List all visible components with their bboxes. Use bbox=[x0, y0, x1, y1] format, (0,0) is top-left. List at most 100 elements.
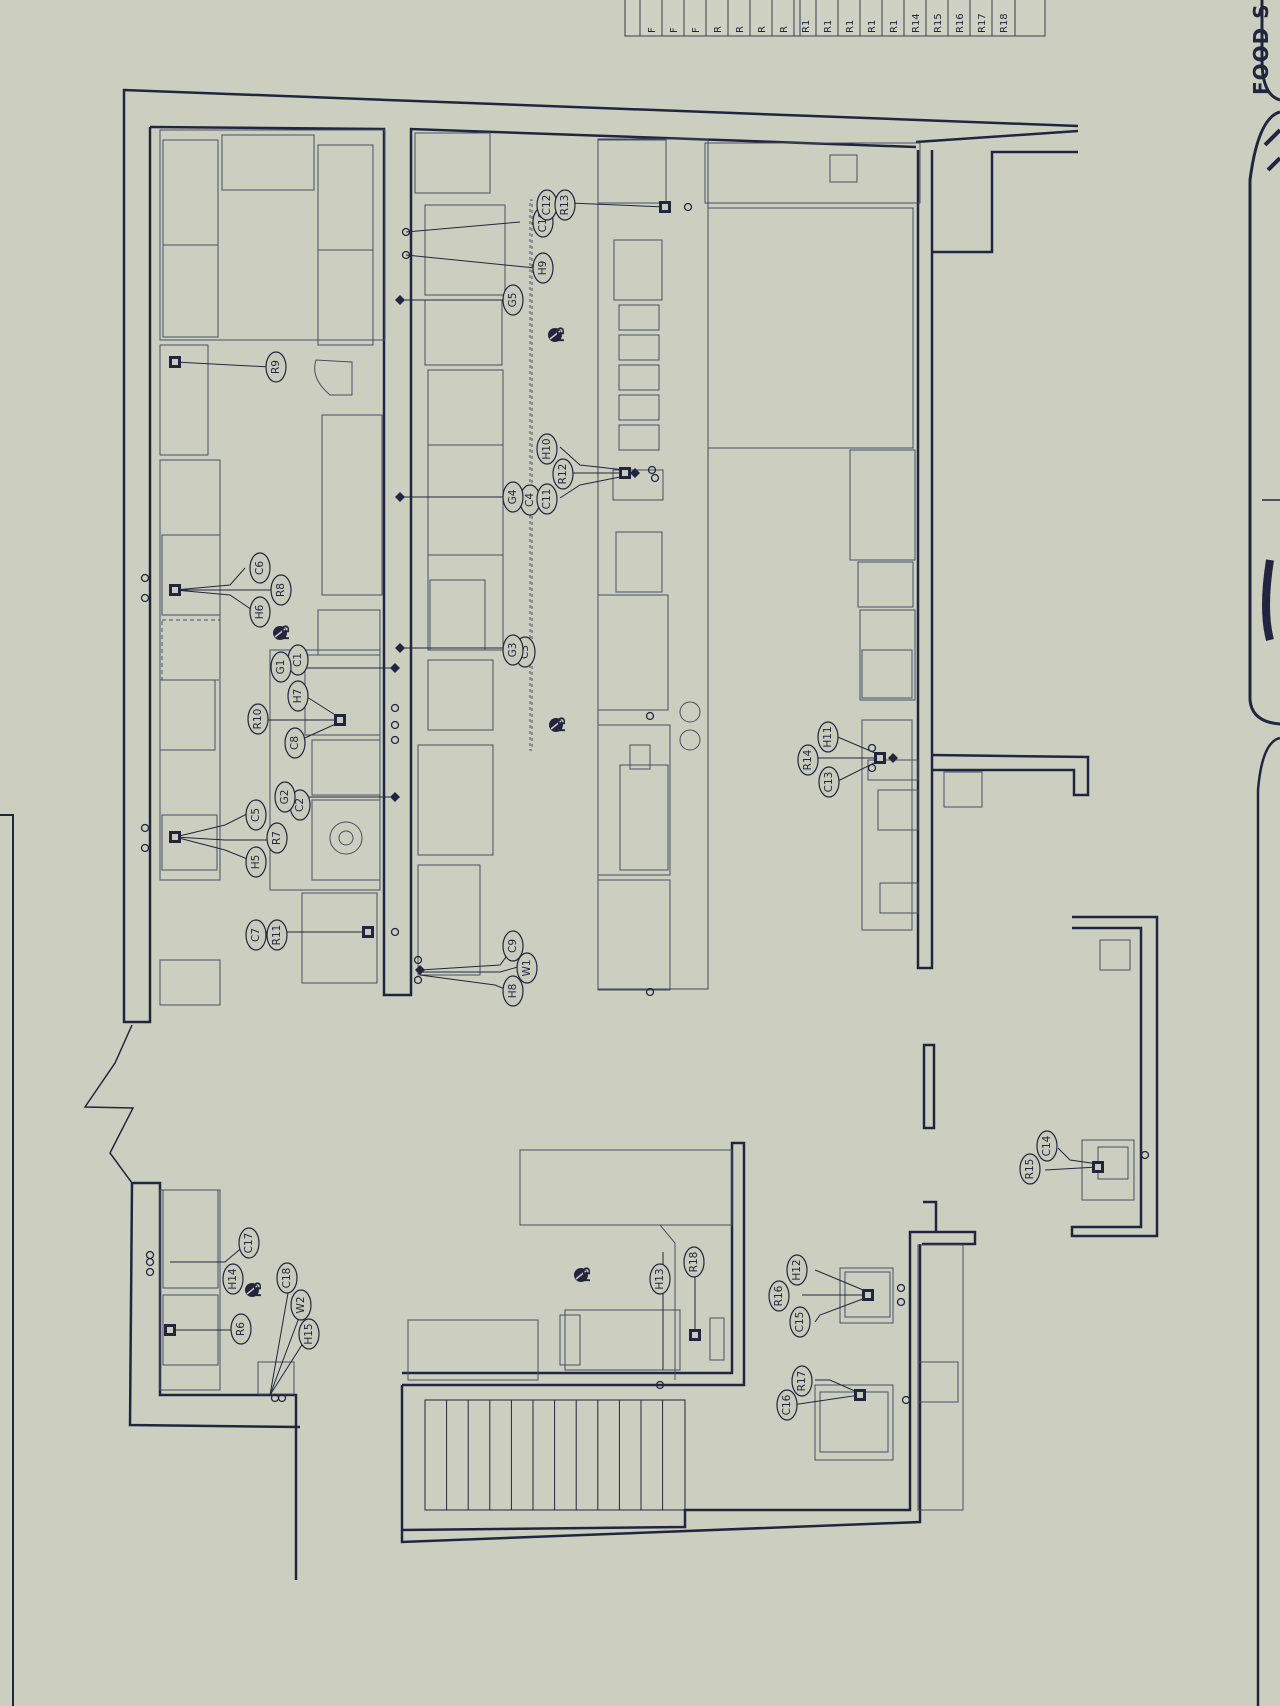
service-box-symbol bbox=[169, 584, 181, 596]
equipment-tag: C9 bbox=[502, 930, 524, 962]
connection-point-symbol bbox=[390, 927, 400, 937]
schedule-row-label: R bbox=[757, 26, 768, 33]
schedule-row-label: R16 bbox=[955, 13, 966, 33]
connection-point-symbol bbox=[145, 1267, 155, 1277]
service-box-symbol bbox=[334, 714, 346, 726]
equipment-tag-label: R7 bbox=[271, 831, 283, 845]
schedule-row-label: R15 bbox=[933, 13, 944, 33]
equipment-tag-label: H7 bbox=[292, 689, 304, 704]
equipment-tag: C7 bbox=[245, 919, 267, 951]
equipment-tag-label: C5 bbox=[250, 808, 262, 822]
gas-valve-symbol bbox=[390, 663, 400, 673]
gas-valve-symbol bbox=[395, 643, 405, 653]
equipment-tag-label: C1 bbox=[292, 653, 304, 667]
equipment-tag-label: C7 bbox=[250, 928, 262, 942]
floor-drain: FD bbox=[574, 1267, 593, 1282]
equipment-tag-label: H14 bbox=[227, 1268, 239, 1290]
equipment-tag-label: R9 bbox=[270, 360, 282, 374]
equipment-tag-label: C4 bbox=[524, 493, 536, 507]
equipment-tag-label: R8 bbox=[275, 583, 287, 597]
floor-drain-label: FD bbox=[556, 327, 567, 342]
schedule-row-label: R1 bbox=[823, 20, 834, 33]
equipment-tag: C17 bbox=[238, 1227, 260, 1259]
equipment-outlines bbox=[159, 129, 1135, 1511]
equipment-tag: H9 bbox=[532, 252, 554, 284]
equipment-tag-label: H13 bbox=[654, 1268, 666, 1289]
connection-point-symbol bbox=[140, 573, 150, 583]
equipment-tag-label: C9 bbox=[507, 939, 519, 953]
equipment-tag-label: C8 bbox=[289, 736, 301, 750]
equipment-tag-label: G2 bbox=[279, 790, 291, 805]
kitchen-walls bbox=[122, 88, 1090, 1024]
schedule-row-label: R1 bbox=[889, 20, 900, 33]
schedule-row-label: R14 bbox=[911, 13, 922, 33]
equipment-tag: R18 bbox=[683, 1246, 705, 1278]
equipment-tag: C11 bbox=[536, 483, 558, 515]
equipment-tag: G4 bbox=[502, 481, 524, 513]
equipment-tag-label: H6 bbox=[254, 604, 266, 619]
equipment-tag: C14 bbox=[1036, 1130, 1058, 1162]
equipment-tag: R10 bbox=[247, 703, 269, 735]
equipment-tag-label: R14 bbox=[802, 749, 814, 770]
equipment-tag: R15 bbox=[1019, 1153, 1041, 1185]
equipment-tag-label: C17 bbox=[243, 1233, 255, 1254]
equipment-tag: R12 bbox=[552, 458, 574, 490]
connection-point-symbol bbox=[390, 720, 400, 730]
connection-point-symbol bbox=[901, 1395, 911, 1405]
equipment-tag: H8 bbox=[502, 975, 524, 1007]
floor-drain: FD bbox=[273, 625, 292, 640]
service-box-symbol bbox=[1092, 1161, 1104, 1173]
floor-drain: FD bbox=[549, 717, 568, 732]
service-box-symbol bbox=[169, 831, 181, 843]
equipment-tag: H7 bbox=[287, 680, 309, 712]
equipment-tag: G5 bbox=[502, 284, 524, 316]
equipment-tag-label: H11 bbox=[822, 726, 834, 747]
equipment-tag: G3 bbox=[502, 634, 524, 666]
equipment-tag: R8 bbox=[270, 574, 292, 606]
equipment-tag-label: C2 bbox=[294, 798, 306, 812]
connection-point-symbol bbox=[896, 1297, 906, 1307]
schedule-row-label: R1 bbox=[801, 20, 812, 33]
equipment-tag: R11 bbox=[266, 919, 288, 951]
equipment-tag-label: C15 bbox=[794, 1312, 806, 1333]
equipment-tag-label: C12 bbox=[541, 195, 553, 216]
equipment-tag: C6 bbox=[249, 552, 271, 584]
connection-point-symbol bbox=[650, 473, 660, 483]
floor-drain-label: FD bbox=[253, 1282, 264, 1297]
equipment-tag-label: R17 bbox=[796, 1371, 808, 1392]
equipment-tag: W1 bbox=[516, 952, 538, 984]
equipment-tag-label: R13 bbox=[559, 195, 571, 216]
equipment-tag-label: R6 bbox=[235, 1322, 247, 1336]
property-edge bbox=[0, 814, 14, 1706]
equipment-tag: H15 bbox=[298, 1318, 320, 1350]
equipment-tags: C1C2C3C4C5C6C7C8C9C10C11C12C13C14C15C16C… bbox=[222, 189, 1058, 1421]
equipment-tag: H14 bbox=[222, 1263, 244, 1295]
equipment-tag: R13 bbox=[554, 189, 576, 221]
connection-point-symbol bbox=[647, 465, 657, 475]
floor-drain-label: FD bbox=[557, 717, 568, 732]
connection-point-symbol bbox=[140, 843, 150, 853]
equipment-tag: W2 bbox=[290, 1289, 312, 1321]
schedule-row-label: R bbox=[713, 26, 724, 33]
equipment-tag: H5 bbox=[245, 846, 267, 878]
equipment-tag: C18 bbox=[276, 1262, 298, 1294]
schedule-row-label: R bbox=[735, 26, 746, 33]
equipment-tag: R7 bbox=[266, 822, 288, 854]
equipment-tag: C12 bbox=[536, 189, 558, 221]
connection-point-symbol bbox=[867, 743, 877, 753]
floor-drain: FD bbox=[548, 327, 567, 342]
equipment-tag-label: G3 bbox=[507, 643, 519, 658]
connection-point-symbol bbox=[145, 1250, 155, 1260]
equipment-tag-label: R12 bbox=[557, 464, 569, 485]
floor-drain-label: FD bbox=[582, 1267, 593, 1282]
equipment-tag: G1 bbox=[270, 651, 292, 683]
equipment-tag: R16 bbox=[768, 1280, 790, 1312]
schedule-row-label: F bbox=[691, 27, 702, 33]
floor-drains: FD FD FD FD FD bbox=[245, 327, 593, 1297]
equipment-tag: R14 bbox=[797, 744, 819, 776]
equipment-tag: G2 bbox=[274, 781, 296, 813]
equipment-tag: H12 bbox=[786, 1254, 808, 1286]
equipment-tag: R9 bbox=[265, 351, 287, 383]
